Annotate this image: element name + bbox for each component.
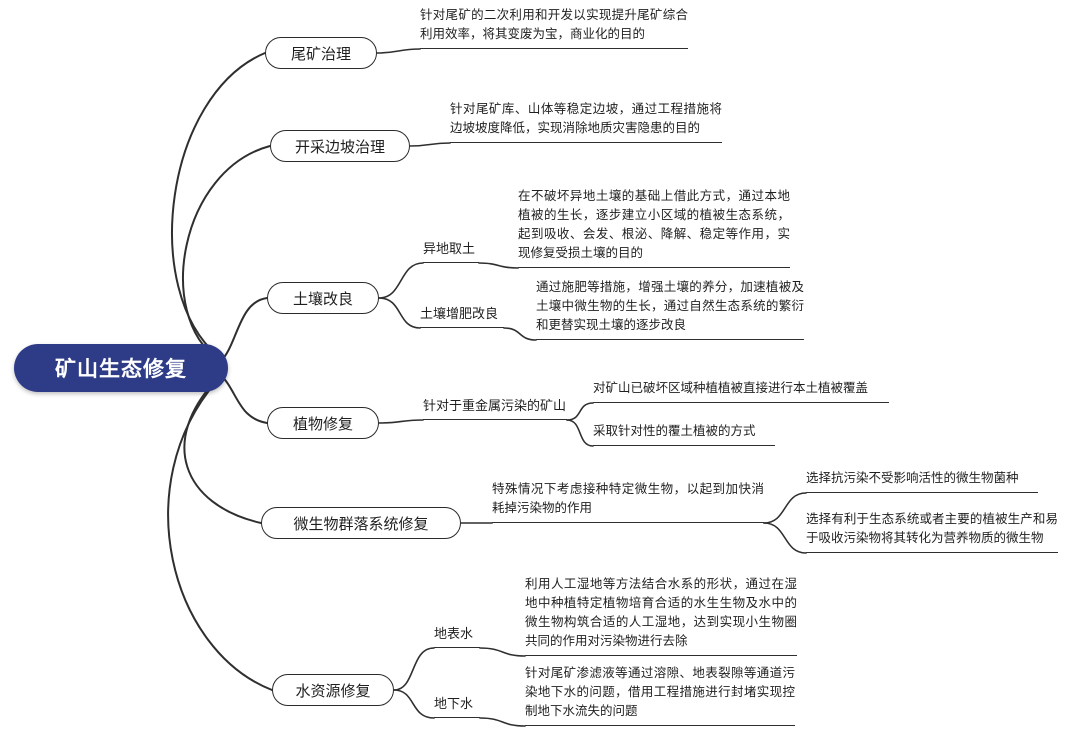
note-surface-water[interactable]: 利用人工湿地等方法结合水系的形状，通过在湿地中种植特定植物培育合适的水生生物及水… <box>525 575 797 656</box>
leaf-nutrient-converting-microbes[interactable]: 选择有利于生态系统或者主要的植被生产和易于吸收污染物将其转化为营养物质的微生物 <box>806 510 1058 553</box>
edge-qualifier-leaf2 <box>566 419 594 447</box>
edge-root-soil <box>219 297 268 363</box>
edge-surface-note <box>479 647 526 657</box>
edge-slope-note <box>409 142 451 147</box>
branch-phytoremediation[interactable]: 植物修复 <box>267 407 379 439</box>
edge-phyto-qualifier <box>378 419 424 424</box>
leaf-native-vegetation-cover[interactable]: 对矿山已破坏区域种植植被直接进行本土植被覆盖 <box>593 379 889 403</box>
edge-microbial-leaf1 <box>763 492 807 524</box>
edge-root-phyto <box>219 373 268 424</box>
root-topic[interactable]: 矿山生态修复 <box>14 344 228 392</box>
branch-slope-treatment[interactable]: 开采边坡治理 <box>270 130 410 162</box>
edge-microbial-leaf2 <box>763 522 807 554</box>
edge-soil-fertilize <box>378 297 421 329</box>
leaf-targeted-soil-cover[interactable]: 采取针对性的覆土植被的方式 <box>593 422 775 446</box>
label-groundwater[interactable]: 地下水 <box>434 695 480 718</box>
edge-qualifier-leaf1 <box>566 402 594 421</box>
edge-fertilize-note <box>503 327 537 341</box>
branch-tailings-treatment[interactable]: 尾矿治理 <box>265 37 377 69</box>
branch-microbial-community-restoration[interactable]: 微生物群落系统修复 <box>261 507 461 539</box>
edge-root-microbial <box>183 377 262 524</box>
note-offsite-soil[interactable]: 在不破坏异地土壤的基础上借此方式，通过本地植被的生长，逐步建立小区域的植被生态系… <box>518 187 790 268</box>
branch-soil-improvement[interactable]: 土壤改良 <box>267 282 379 314</box>
note-groundwater[interactable]: 针对尾矿渗滤液等通过溶隙、地表裂隙等通道污染地下水的问题，借用工程措施进行封堵实… <box>525 664 795 726</box>
branch-water-restoration[interactable]: 水资源修复 <box>272 674 394 706</box>
edge-tailings-note <box>376 48 421 54</box>
edge-water-ground <box>393 689 435 719</box>
edge-water-surface <box>393 647 435 691</box>
edge-root-slope <box>182 145 271 360</box>
note-tailings[interactable]: 针对尾矿的二次利用和开发以实现提升尾矿综合利用效率，将其变废为宝，商业化的目的 <box>420 6 688 49</box>
edge-ground-note <box>479 717 526 727</box>
note-microbial[interactable]: 特殊情况下考虑接种特定微生物，以起到加快消耗掉污染物的作用 <box>492 480 764 523</box>
edge-offsite-note <box>478 262 519 269</box>
note-slope[interactable]: 针对尾矿库、山体等稳定边坡，通过工程措施将边坡坡度降低，实现消除地质灾害隐患的目… <box>450 100 722 143</box>
edge-root-tailings <box>171 52 266 357</box>
label-soil-fertilization[interactable]: 土壤增肥改良 <box>420 305 504 328</box>
leaf-pollution-resistant-strains[interactable]: 选择抗污染不受影响活性的微生物菌种 <box>806 469 1038 493</box>
label-offsite-soil[interactable]: 异地取土 <box>423 240 479 263</box>
label-heavy-metal-mines[interactable]: 针对于重金属污染的矿山 <box>423 397 567 420</box>
edge-root-water <box>167 381 273 691</box>
note-soil-fertilization[interactable]: 通过施肥等措施，增强土壤的养分，加速植被及土壤中微生物的生长，通过自然生态系统的… <box>536 278 804 340</box>
edge-soil-offsite <box>378 262 424 299</box>
label-surface-water[interactable]: 地表水 <box>434 625 480 648</box>
